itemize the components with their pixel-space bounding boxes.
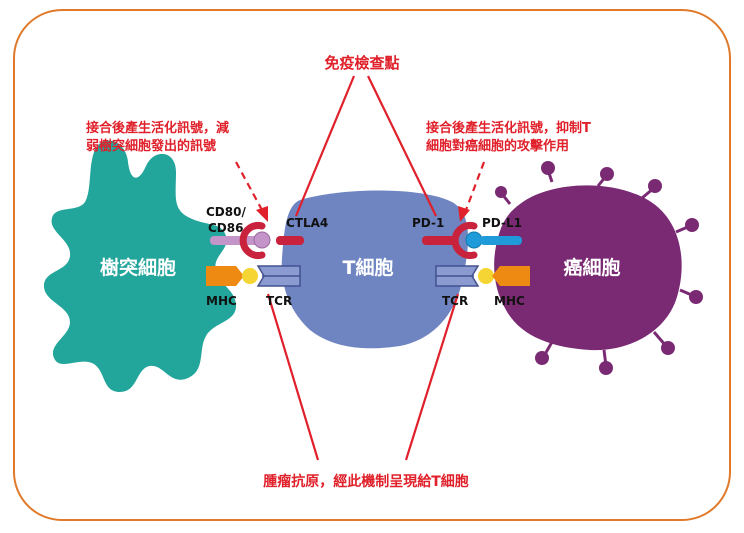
checkpoint-pointer-lines: [294, 75, 437, 217]
tcr-right-label: TCR: [442, 294, 468, 308]
dashed-arrow-left: [235, 161, 268, 222]
mhc-right-label: MHC: [494, 294, 525, 308]
cancer-cell-body: [494, 185, 682, 351]
right-note-line1: 接合後產生活化訊號，抑制T: [426, 120, 591, 136]
ctla4-stick: [276, 236, 304, 245]
dashed-arrow-right: [458, 161, 486, 222]
cancer-cell-label: 癌細胞: [563, 256, 620, 279]
cd80-label-line2: CD86: [208, 221, 243, 235]
cd80-stick: [210, 236, 260, 245]
dendritic-cell-body: [44, 140, 236, 392]
cd80-label-line1: CD80/: [206, 205, 246, 219]
ctla4-label: CTLA4: [286, 216, 328, 230]
antigen-peptide-icon: [478, 268, 494, 284]
t-cell-label: T細胞: [343, 256, 394, 279]
left-note-line2: 弱樹突細胞發出的訊號: [86, 138, 216, 154]
cup-receptor-icon: [239, 222, 266, 259]
pdl1-stick: [480, 236, 522, 245]
checkpoint-title: 免疫檢查點: [324, 54, 399, 72]
pdl1-label: PD-L1: [482, 216, 522, 230]
mhc-left-label: MHC: [206, 294, 237, 308]
t-cell-body: [281, 190, 469, 349]
pd1-stick: [422, 236, 456, 245]
tcr-left-label: TCR: [266, 294, 292, 308]
ball-ligand-icon: [253, 231, 271, 249]
mhc-right-shape: [492, 266, 530, 286]
mhc-left-shape: [206, 266, 244, 286]
right-note-line2: 細胞對癌細胞的攻擊作用: [426, 138, 569, 154]
ball-ligand-icon: [465, 231, 483, 249]
left-note-line1: 接合後產生活化訊號，減: [86, 120, 229, 136]
cup-receptor-icon: [451, 222, 478, 259]
antigen-peptide-icon: [242, 268, 258, 284]
antigen-pointer-lines: [266, 293, 460, 461]
bottom-note: 腫瘤抗原，經此機制呈現給T細胞: [263, 473, 469, 490]
pd1-label: PD-1: [412, 216, 444, 230]
dendritic-cell-label: 樹突細胞: [100, 256, 176, 279]
cancer-cell-studs: [495, 161, 703, 375]
